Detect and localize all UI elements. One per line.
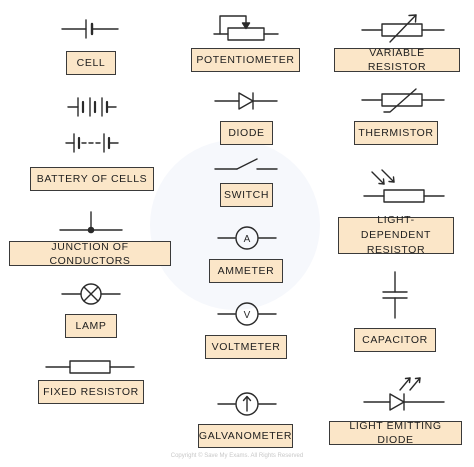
junction-of-conductors-label: JUNCTION OF CONDUCTORS	[9, 241, 171, 267]
cell-symbol	[61, 19, 119, 39]
battery-of-cells-label: BATTERY OF CELLS	[30, 167, 154, 191]
thermistor-symbol	[361, 88, 445, 113]
battery-of-cells-symbol	[65, 97, 119, 153]
thermistor-label: THERMISTOR	[354, 121, 438, 145]
potentiometer-symbol	[213, 15, 279, 41]
capacitor-symbol	[382, 271, 408, 319]
voltmeter-symbol: V	[217, 302, 277, 326]
copyright-watermark: Copyright © Save My Exams. All Rights Re…	[170, 453, 304, 459]
switch-label: SWITCH	[220, 183, 273, 207]
capacitor-label: CAPACITOR	[354, 328, 436, 352]
ammeter-label: AMMETER	[209, 259, 283, 283]
light-dependent-resistor-symbol	[363, 169, 445, 203]
junction-of-conductors-symbol	[59, 211, 123, 234]
light-dependent-resistor-label: LIGHT-DEPENDENT RESISTOR	[338, 214, 454, 256]
galvanometer-symbol	[217, 392, 277, 416]
variable-resistor-symbol	[361, 14, 445, 43]
diode-symbol	[214, 92, 278, 110]
switch-symbol	[214, 158, 278, 170]
light-emitting-diode-label: LIGHT EMITTING DIODE	[329, 420, 462, 446]
cell-label: CELL	[66, 51, 116, 75]
galvanometer-label: GALVANOMETER	[198, 424, 293, 448]
lamp-symbol	[61, 283, 121, 305]
variable-resistor-label: VARIABLE RESISTOR	[334, 47, 460, 73]
fixed-resistor-symbol	[45, 360, 135, 374]
ammeter-letter: A	[244, 234, 251, 245]
lamp-label: LAMP	[65, 314, 117, 338]
voltmeter-label: VOLTMETER	[205, 335, 287, 359]
diode-label: DIODE	[220, 121, 273, 145]
light-emitting-diode-symbol	[363, 377, 445, 411]
fixed-resistor-label: FIXED RESISTOR	[38, 380, 144, 404]
potentiometer-label: POTENTIOMETER	[191, 48, 300, 72]
voltmeter-letter: V	[244, 310, 251, 321]
ammeter-symbol: A	[217, 226, 277, 250]
